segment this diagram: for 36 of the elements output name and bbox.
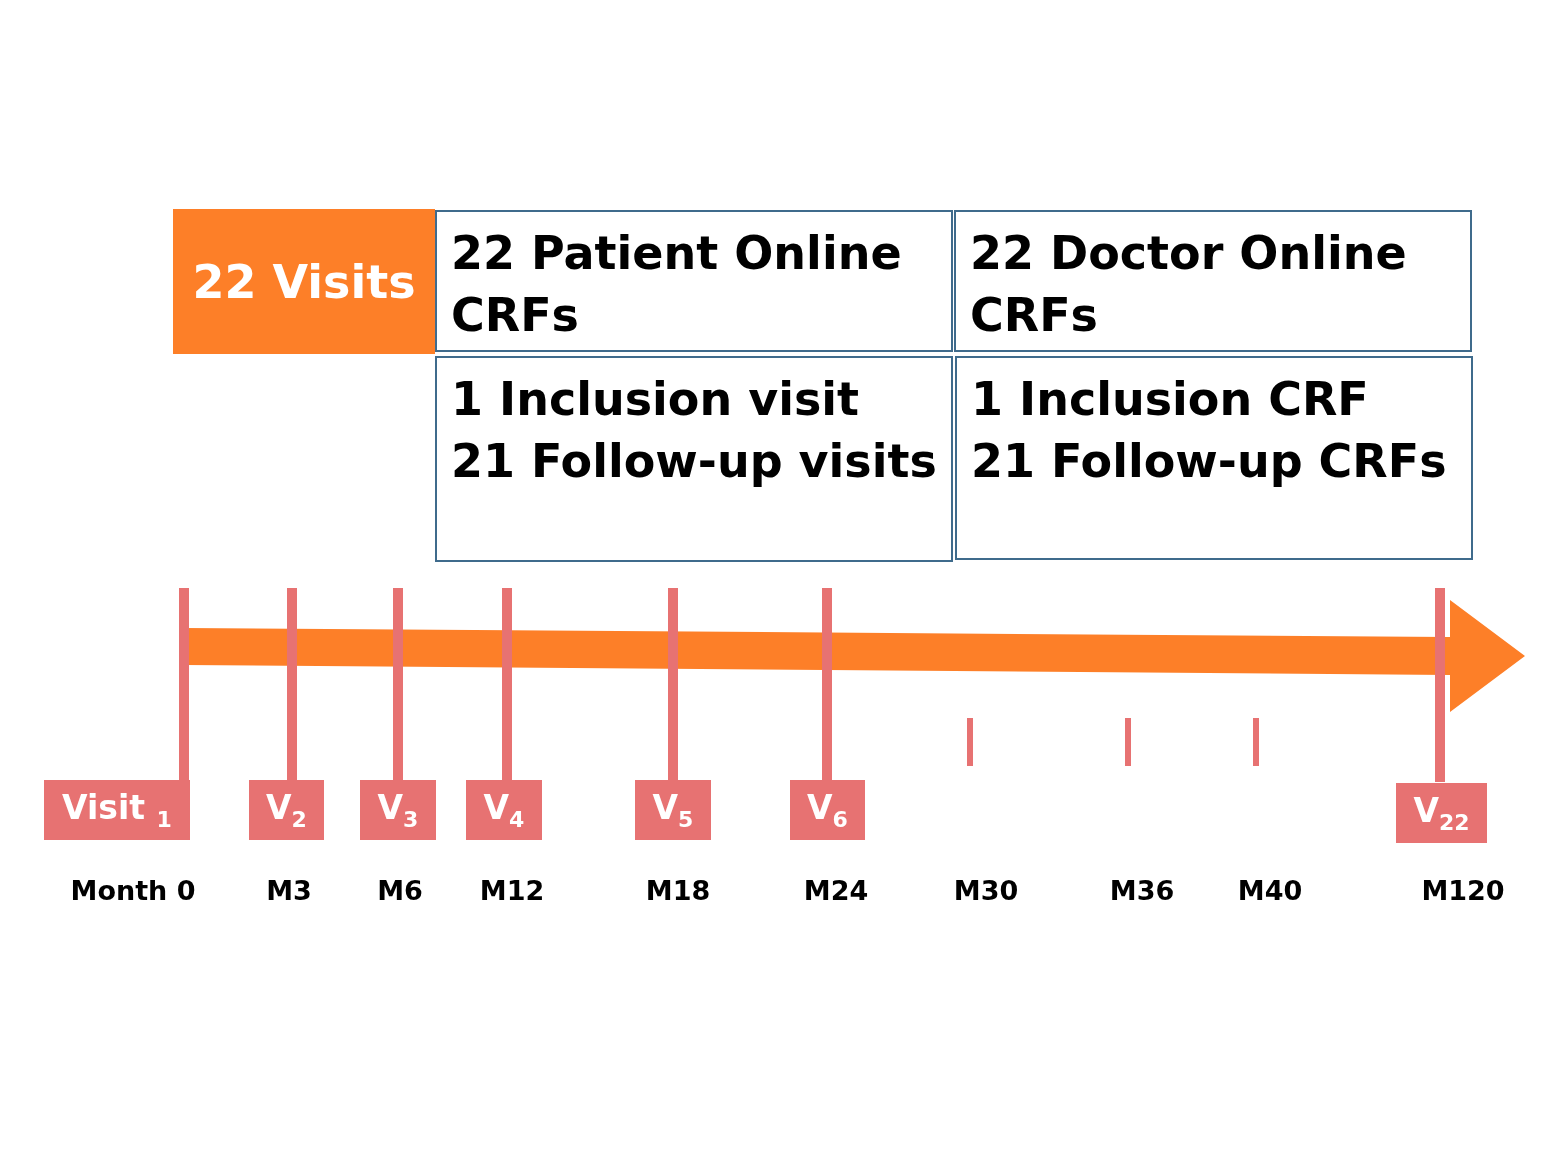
month-label: M6 bbox=[377, 875, 423, 906]
node-text: 21 Follow-up visits bbox=[451, 433, 937, 490]
node-text: 21 Follow-up CRFs bbox=[971, 433, 1448, 490]
month-label: M12 bbox=[479, 875, 545, 906]
visit-marker bbox=[249, 780, 324, 840]
node-text: V$_{6}$ bbox=[807, 788, 848, 832]
month-label: M120 bbox=[1421, 875, 1505, 906]
visit-marker bbox=[1396, 783, 1487, 843]
month-label: M3 bbox=[266, 875, 312, 906]
month-label: M18 bbox=[645, 875, 711, 906]
process-box bbox=[435, 210, 953, 352]
visit-marker bbox=[44, 780, 190, 840]
visits-box bbox=[173, 209, 435, 354]
visit-marker bbox=[635, 780, 711, 840]
node-text: 1 Inclusion CRF bbox=[971, 371, 1370, 428]
process-box bbox=[955, 356, 1473, 560]
node-text: 1 Inclusion visit bbox=[451, 371, 861, 428]
month-label: M24 bbox=[803, 875, 869, 906]
node-text: V$_{22}$ bbox=[1413, 791, 1470, 835]
node-text: 22 Visits bbox=[192, 254, 416, 309]
visit-marker bbox=[790, 780, 865, 840]
visit-marker bbox=[466, 780, 542, 840]
node-text: 22 Patient Online CRFs bbox=[451, 225, 903, 344]
node-text: V$_{2}$ bbox=[266, 788, 307, 832]
node-text: V$_{4}$ bbox=[483, 788, 525, 832]
month-label: M40 bbox=[1237, 875, 1303, 906]
node-text: V$_{3}$ bbox=[377, 788, 419, 832]
node-text: V$_{5}$ bbox=[652, 788, 694, 832]
month-label: Month 0 bbox=[70, 875, 196, 906]
process-box bbox=[435, 356, 953, 562]
month-label: M30 bbox=[953, 875, 1019, 906]
node-text: Visit $_{1}$ bbox=[62, 788, 172, 832]
visit-marker bbox=[360, 780, 436, 840]
process-box bbox=[954, 210, 1472, 352]
node-text: 22 Doctor Online CRFs bbox=[970, 225, 1408, 344]
month-label: M36 bbox=[1109, 875, 1175, 906]
